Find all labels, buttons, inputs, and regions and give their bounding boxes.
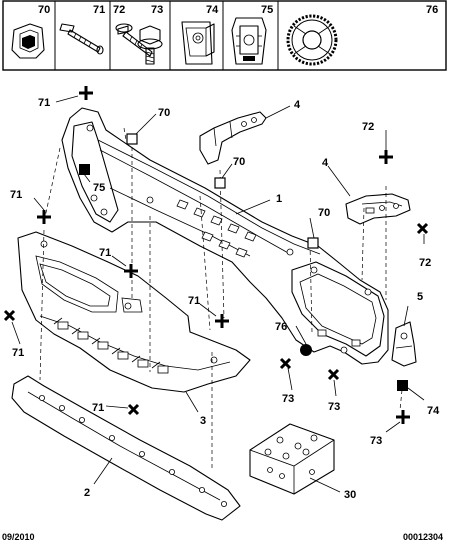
serrated-washer-icon xyxy=(286,14,338,66)
callout-72: 72 xyxy=(419,257,431,269)
footer-date: 09/2010 xyxy=(2,532,35,542)
callout-2: 2 xyxy=(84,487,90,499)
plus-marker xyxy=(215,314,229,328)
callout-4: 4 xyxy=(322,157,329,169)
bar-holes xyxy=(39,394,227,507)
callout-73: 73 xyxy=(328,401,340,413)
header-label-74: 74 xyxy=(206,4,219,16)
callout-labels: 71 70 4 70 72 4 1 75 71 70 71 72 71 5 76… xyxy=(10,97,440,501)
callout-70: 70 xyxy=(158,107,170,119)
callout-30: 30 xyxy=(344,489,356,501)
callout-70: 70 xyxy=(233,156,245,168)
dot-marker xyxy=(300,344,312,356)
callout-71: 71 xyxy=(99,247,111,259)
callout-70: 70 xyxy=(318,207,330,219)
header-label-75: 75 xyxy=(261,4,273,16)
square-marker xyxy=(126,133,138,145)
plus-marker xyxy=(124,264,138,278)
screw-icon xyxy=(59,23,104,55)
plus-marker xyxy=(79,86,93,100)
square-marker xyxy=(214,177,226,189)
plus-marker xyxy=(379,150,393,164)
callout-73: 73 xyxy=(370,435,382,447)
small-bracket xyxy=(391,321,417,367)
x-marker xyxy=(416,222,429,235)
header-label-71: 71 xyxy=(93,4,105,16)
callout-71: 71 xyxy=(10,189,22,201)
header-label-72: 72 xyxy=(113,4,125,16)
footer-reference: 00012304 xyxy=(403,532,443,542)
clip-icon xyxy=(11,23,45,59)
square-marker xyxy=(307,237,319,249)
callout-71: 71 xyxy=(38,97,50,109)
filled-square-marker xyxy=(79,164,90,175)
x-marker xyxy=(327,368,340,381)
lower-cross-bar xyxy=(11,375,241,521)
leader-lines xyxy=(11,95,425,493)
plus-marker xyxy=(37,210,51,224)
washer-screw-icon xyxy=(115,23,153,57)
fastener-header: 70 71 72 73 74 75 76 xyxy=(2,0,447,71)
cage-nut-icon xyxy=(231,17,267,65)
header-label-70: 70 xyxy=(38,4,50,16)
slot-holes xyxy=(86,124,372,354)
callout-71: 71 xyxy=(92,402,104,414)
callout-72: 72 xyxy=(362,121,374,133)
flange-bolt-icon xyxy=(137,25,163,65)
callout-71: 71 xyxy=(188,295,200,307)
plus-marker xyxy=(396,410,410,424)
header-label-76: 76 xyxy=(426,4,438,16)
callout-4: 4 xyxy=(294,99,301,111)
panel-holes xyxy=(40,240,218,374)
x-marker xyxy=(279,357,292,370)
callout-76: 76 xyxy=(275,321,287,333)
right-bracket xyxy=(345,193,411,225)
callout-3: 3 xyxy=(200,415,206,427)
speed-nut-icon xyxy=(181,21,215,65)
callout-71: 71 xyxy=(12,347,24,359)
x-marker xyxy=(127,403,140,416)
main-cross-member xyxy=(61,107,389,365)
filled-square-marker xyxy=(397,380,408,391)
callout-5: 5 xyxy=(417,291,423,303)
header-label-73: 73 xyxy=(151,4,163,16)
callout-1: 1 xyxy=(276,193,282,205)
callout-73: 73 xyxy=(282,393,294,405)
fastener-kit-box xyxy=(249,423,335,495)
callout-74: 74 xyxy=(427,405,440,417)
callout-75: 75 xyxy=(93,182,105,194)
upper-bracket xyxy=(199,111,267,165)
markers xyxy=(3,86,429,424)
x-marker xyxy=(3,309,16,322)
front-lower-panel xyxy=(17,231,251,393)
